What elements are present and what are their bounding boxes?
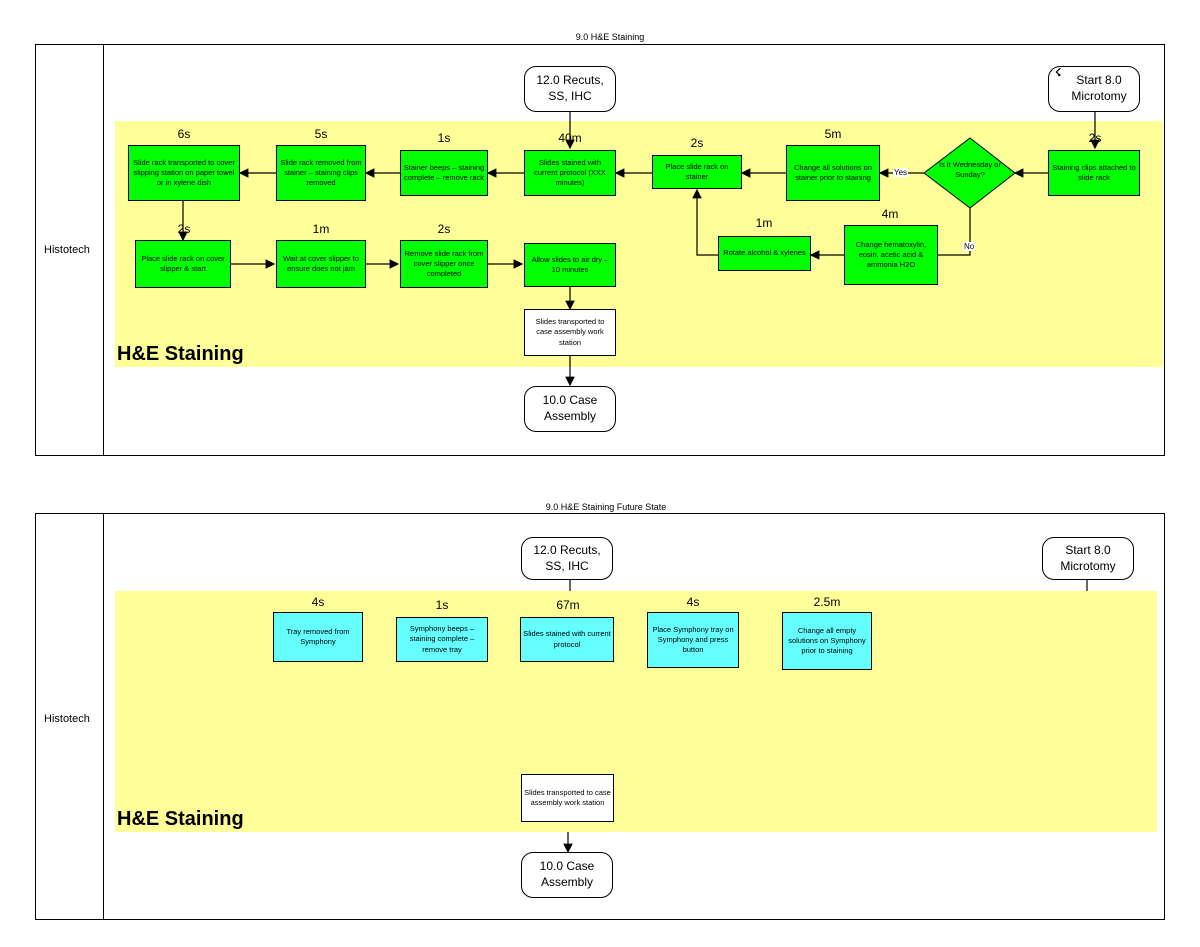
terminal-recuts: 12.0 Recuts, SS, IHC xyxy=(521,537,613,580)
diagram-title: 9.0 H&E Staining xyxy=(575,32,645,42)
step-slides-to-case-assembly: Slides transported to case assembly work… xyxy=(521,774,614,822)
swimlane-frame xyxy=(35,44,1165,456)
step-change-empty-solutions: Change all empty solutions on Symphony p… xyxy=(782,612,872,670)
step-air-dry: Allow slides to air dry – 10 minutes xyxy=(524,243,616,287)
step-remove-slide-rack: Remove slide rack from cover slipper onc… xyxy=(400,240,488,288)
step-slide-rack-removed: Slide rack removed from stainer – staini… xyxy=(276,145,366,201)
time-label: 4m xyxy=(881,207,899,221)
time-label: 6s xyxy=(177,127,191,141)
time-label: 40m xyxy=(558,131,582,145)
time-label: 67m xyxy=(556,598,580,612)
step-slides-stained: Slides stained with current protocol xyxy=(520,617,614,662)
diagram-title: 9.0 H&E Staining Future State xyxy=(545,502,667,512)
time-label: 1s xyxy=(437,131,451,145)
step-staining-clips: Staining clips attached to slide rack xyxy=(1048,150,1140,196)
step-tray-removed: Tray removed from Symphony xyxy=(273,612,363,662)
time-label: 4s xyxy=(686,595,700,609)
time-label: 2s xyxy=(177,222,191,236)
terminal-case-assembly: 10.0 Case Assembly xyxy=(524,386,616,432)
swimlane-frame xyxy=(35,513,1165,920)
step-place-on-cover-slipper: Place slide rack on cover slipper & star… xyxy=(135,240,231,288)
step-place-symphony-tray: Place Symphony tray on Symphony and pres… xyxy=(647,612,739,668)
time-label: 2s xyxy=(437,222,451,236)
band-title: H&E Staining xyxy=(117,343,244,365)
step-symphony-beeps: Symphony beeps – staining complete – rem… xyxy=(396,617,488,662)
lane-header xyxy=(35,513,104,920)
lightning-bolt-icon: ☇ xyxy=(1055,67,1062,79)
time-label: 1m xyxy=(755,216,773,230)
decision-label: Is it Wednesday or Sunday? xyxy=(939,160,1001,180)
terminal-recuts: 12.0 Recuts, SS, IHC xyxy=(524,66,616,112)
step-change-hematoxylin: Change hematoxylin, eosin, acetic acid &… xyxy=(844,225,938,285)
terminal-start: Start 8.0 Microtomy xyxy=(1048,66,1140,112)
time-label: 5s xyxy=(314,127,328,141)
step-change-solutions: Change all solutions on stainer prior to… xyxy=(786,145,880,201)
step-slides-to-case-assembly: Slides transported to case assembly work… xyxy=(524,309,616,356)
lane-label: Histotech xyxy=(44,713,90,725)
time-label: 1m xyxy=(312,222,330,236)
step-place-slide-rack: Place slide rack on stainer xyxy=(652,155,742,189)
step-slides-stained: Slides stained with current protocol (XX… xyxy=(524,150,616,196)
time-label: 5m xyxy=(824,127,842,141)
step-rotate-alcohol: Rotate alcohol & xylenes xyxy=(718,236,811,271)
time-label: 4s xyxy=(311,595,325,609)
yes-label: Yes xyxy=(893,168,909,177)
step-stainer-beeps: Stainer beeps – staining complete – remo… xyxy=(400,150,488,196)
terminal-start: Start 8.0 Microtomy xyxy=(1042,537,1134,580)
time-label: 2.5m xyxy=(813,595,841,609)
terminal-case-assembly: 10.0 Case Assembly xyxy=(521,852,613,898)
step-slide-rack-transported: Slide rack transported to cover slipping… xyxy=(128,145,240,201)
lane-label: Histotech xyxy=(44,244,90,256)
time-label: 2s xyxy=(1088,131,1102,145)
step-wait-at-cover-slipper: Wait at cover slipper to ensure does not… xyxy=(276,240,366,288)
band-title: H&E Staining xyxy=(117,808,244,830)
no-label: No xyxy=(963,242,976,251)
time-label: 1s xyxy=(435,598,449,612)
lane-header xyxy=(35,44,104,456)
time-label: 2s xyxy=(690,136,704,150)
